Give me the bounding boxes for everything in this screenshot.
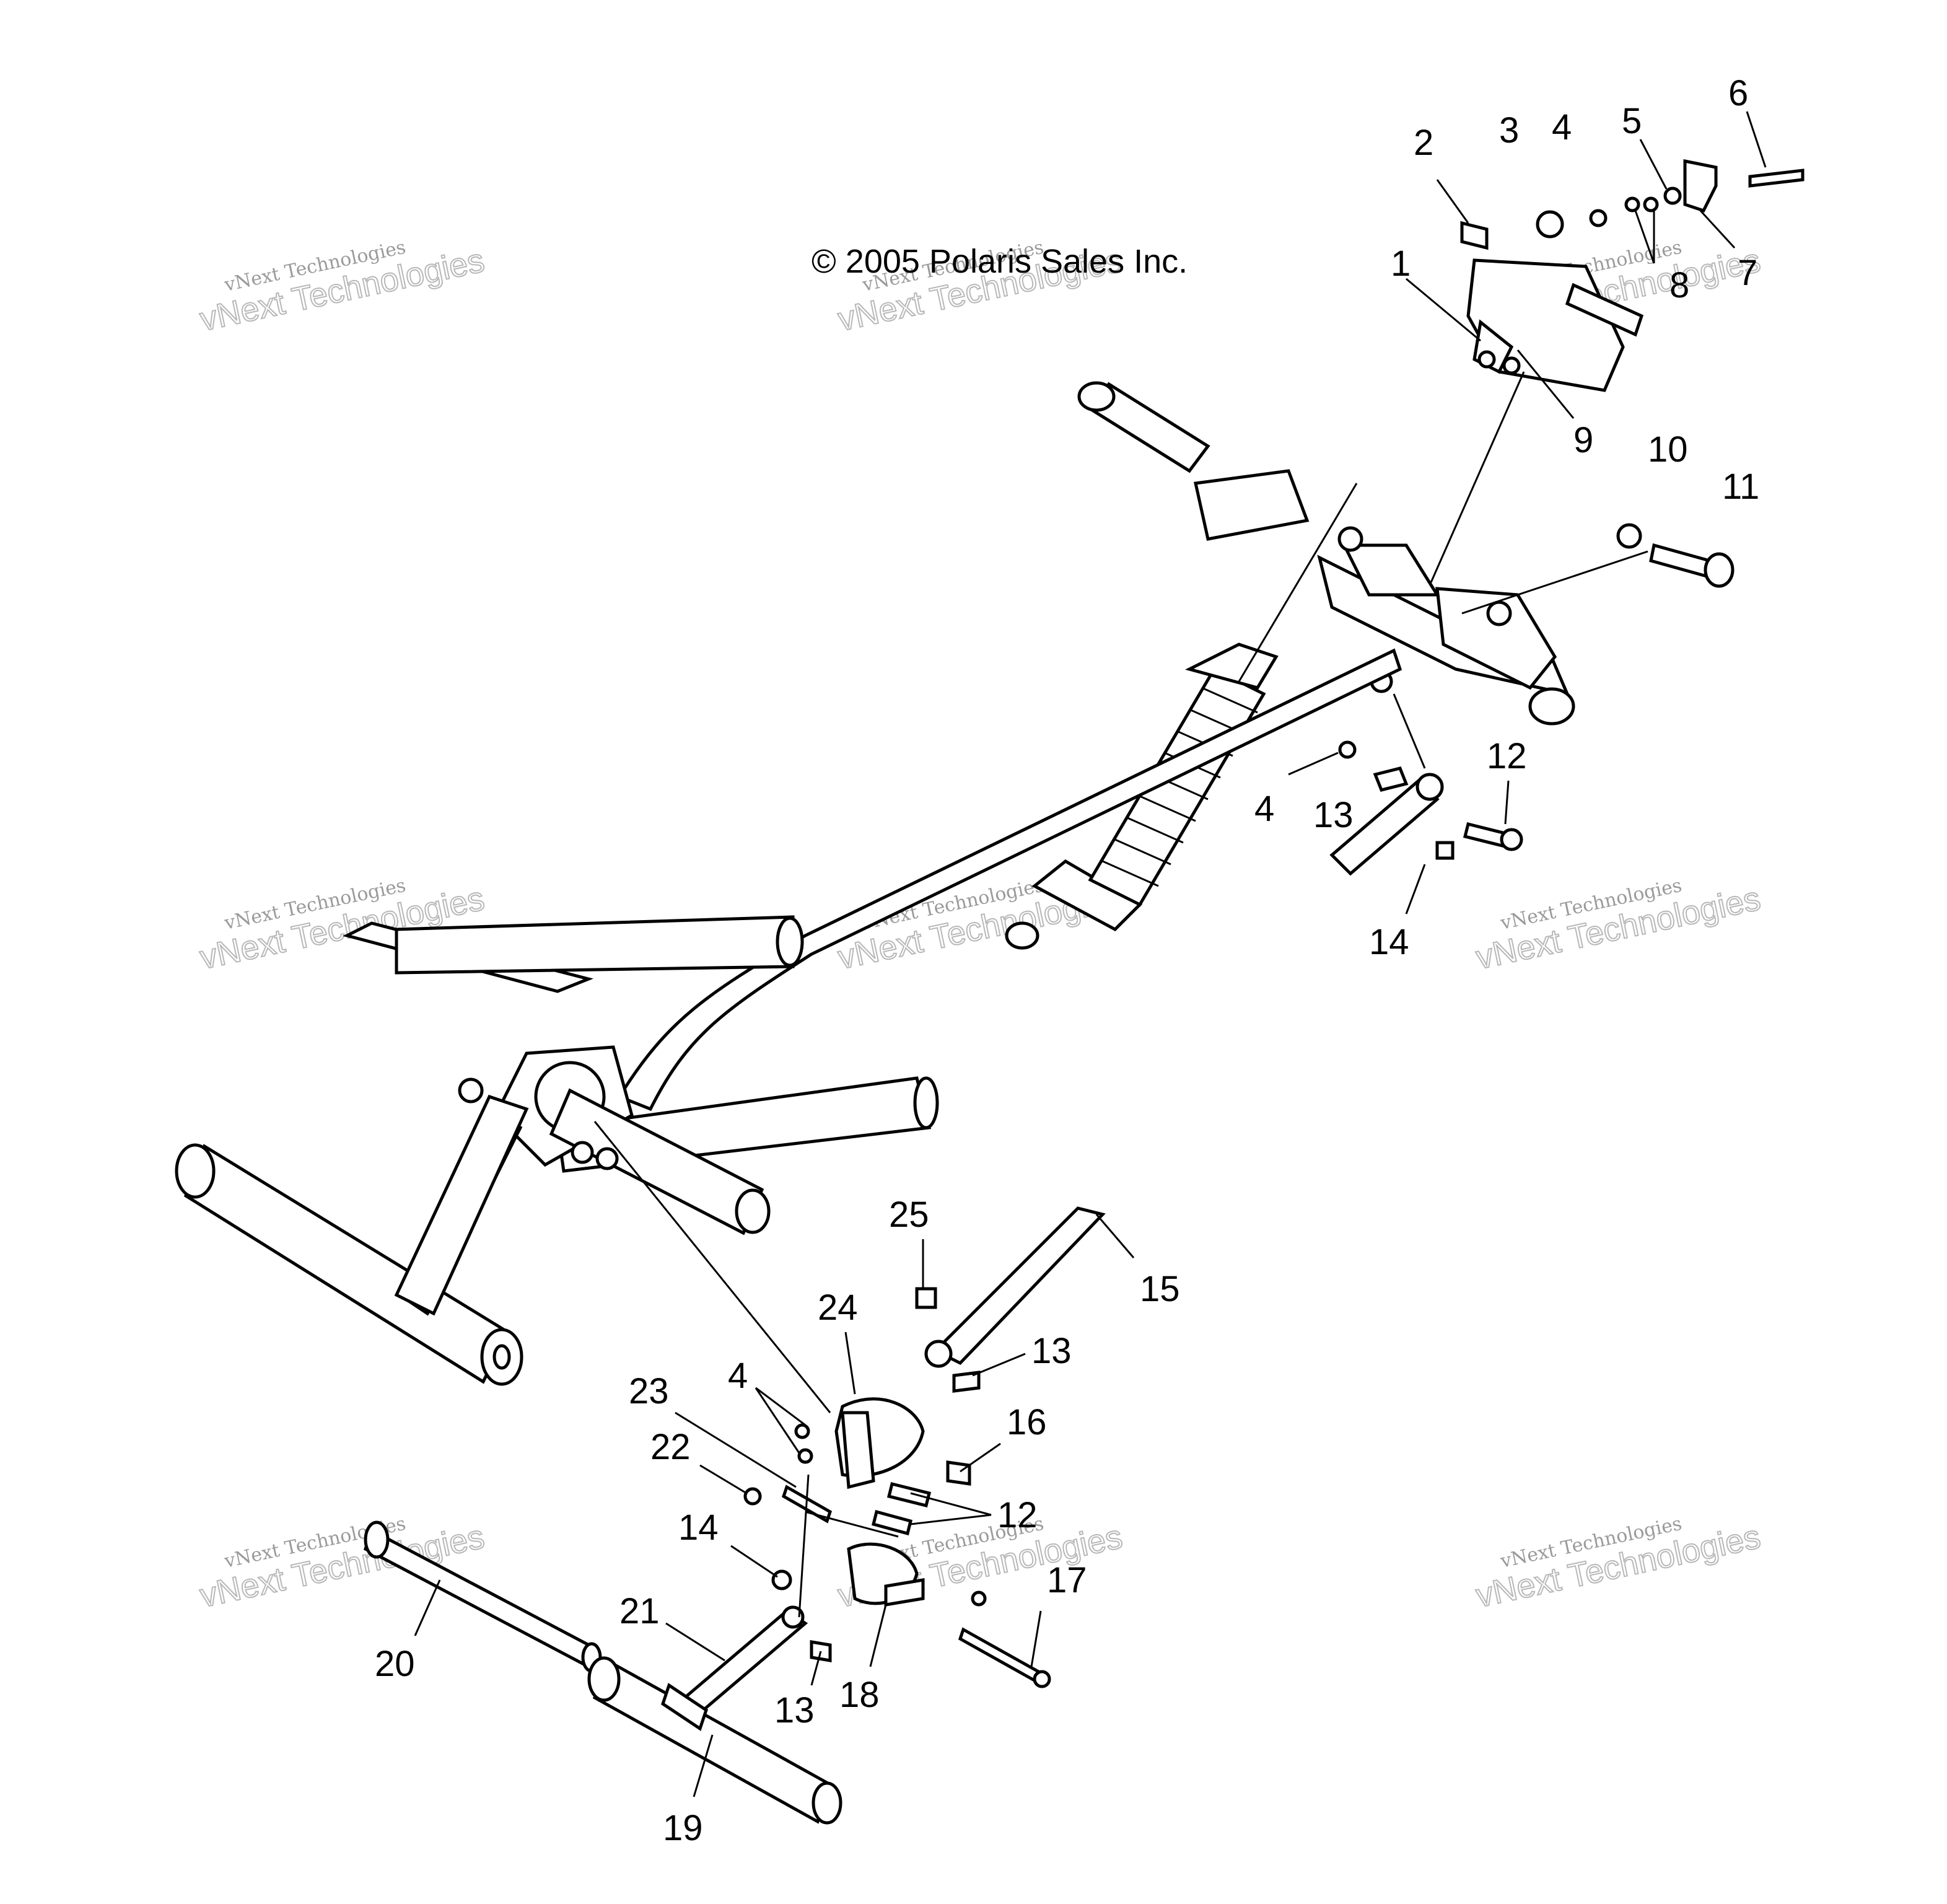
watermark: vNext Technologies vNext Technologies (196, 237, 489, 339)
callout-20: 20 (375, 1644, 415, 1684)
callout-3: 3 (1499, 110, 1519, 151)
callout-23: 23 (629, 1371, 669, 1411)
mid-bracket-parts (1329, 693, 1523, 876)
callout-17: 17 (1047, 1560, 1087, 1600)
callout-5: 5 (1622, 101, 1642, 141)
callout-14: 14 (1369, 922, 1409, 962)
callout-13: 13 (1031, 1331, 1072, 1371)
watermark: vNext Technologies vNext Technologies (1472, 875, 1765, 977)
watermark: vNext Technologies vNext Technologies (1472, 1513, 1765, 1615)
callout-19: 19 (663, 1808, 703, 1848)
suspension-assembly (175, 381, 1575, 1413)
callout-9: 9 (1573, 420, 1593, 460)
callout-7: 7 (1738, 253, 1757, 293)
lower-arm-parts (363, 1206, 1106, 1825)
copyright-notice: © 2005 Polaris Sales Inc. (812, 243, 1188, 280)
callout-8: 8 (1669, 265, 1689, 305)
callout-1: 1 (1391, 243, 1411, 284)
callout-2: 2 (1414, 123, 1433, 163)
upper-bracket-parts (1430, 159, 1805, 615)
callout-25: 25 (889, 1195, 929, 1235)
callout-labels: 1 2 3 4 5 6 7 8 9 10 11 4 13 12 14 25 15… (375, 73, 1759, 1848)
callout-14: 14 (678, 1507, 719, 1548)
callout-11: 11 (1722, 467, 1759, 507)
callout-4: 4 (1552, 107, 1572, 147)
callout-6: 6 (1728, 73, 1748, 113)
leader-lines (414, 111, 1767, 1797)
callout-4: 4 (1254, 789, 1274, 829)
callout-15: 15 (1140, 1269, 1180, 1309)
callout-22: 22 (650, 1427, 691, 1467)
callout-13: 13 (1313, 795, 1354, 835)
callout-10: 10 (1648, 429, 1688, 470)
callout-13: 13 (774, 1690, 815, 1731)
shock-absorber (1005, 643, 1279, 950)
callout-12: 12 (1487, 736, 1527, 776)
watermarks: vNext Technologies vNext Technologies vN… (196, 237, 1765, 1615)
callout-4: 4 (728, 1356, 748, 1396)
callout-12: 12 (997, 1495, 1038, 1535)
watermark: vNext Technologies vNext Technologies (196, 1513, 489, 1615)
callout-21: 21 (619, 1591, 660, 1631)
callout-18: 18 (839, 1675, 880, 1715)
callout-24: 24 (818, 1288, 858, 1328)
callout-16: 16 (1007, 1402, 1047, 1442)
